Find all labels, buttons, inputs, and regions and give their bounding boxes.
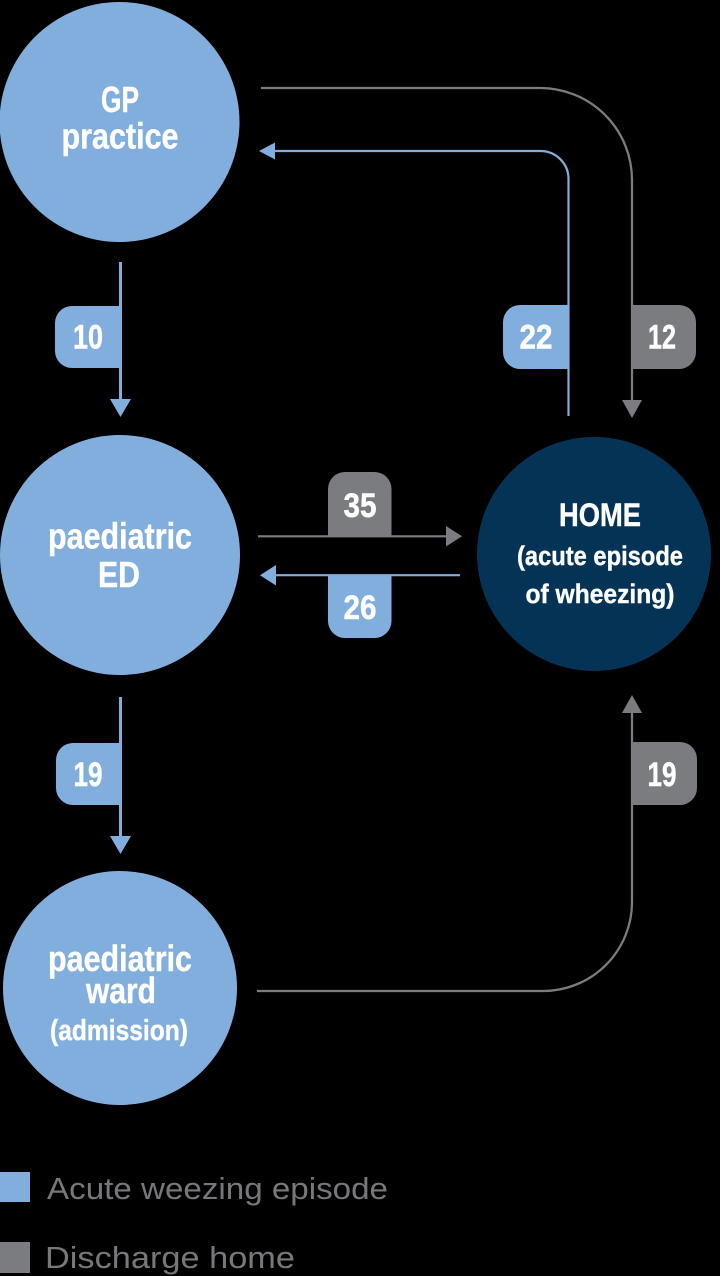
svg-text:(acute episode: (acute episode — [517, 541, 683, 571]
svg-text:19: 19 — [648, 756, 677, 794]
svg-text:paediatric: paediatric — [48, 938, 192, 979]
svg-text:practice: practice — [62, 116, 179, 157]
svg-text:35: 35 — [344, 487, 377, 525]
svg-text:10: 10 — [73, 319, 103, 357]
svg-text:GP: GP — [101, 79, 139, 120]
svg-text:19: 19 — [74, 756, 103, 794]
svg-text:of wheezing): of wheezing) — [526, 579, 675, 609]
svg-text:22: 22 — [520, 319, 553, 357]
svg-text:ward: ward — [85, 970, 156, 1011]
svg-text:paediatric: paediatric — [48, 515, 192, 556]
svg-text:(admission): (admission) — [50, 1015, 188, 1047]
svg-text:HOME: HOME — [559, 497, 641, 533]
svg-text:Acute weezing episode: Acute weezing episode — [47, 1171, 388, 1206]
svg-text:26: 26 — [344, 589, 377, 627]
svg-text:Discharge home: Discharge home — [45, 1240, 295, 1275]
svg-text:ED: ED — [98, 554, 140, 595]
svg-text:12: 12 — [648, 319, 676, 357]
